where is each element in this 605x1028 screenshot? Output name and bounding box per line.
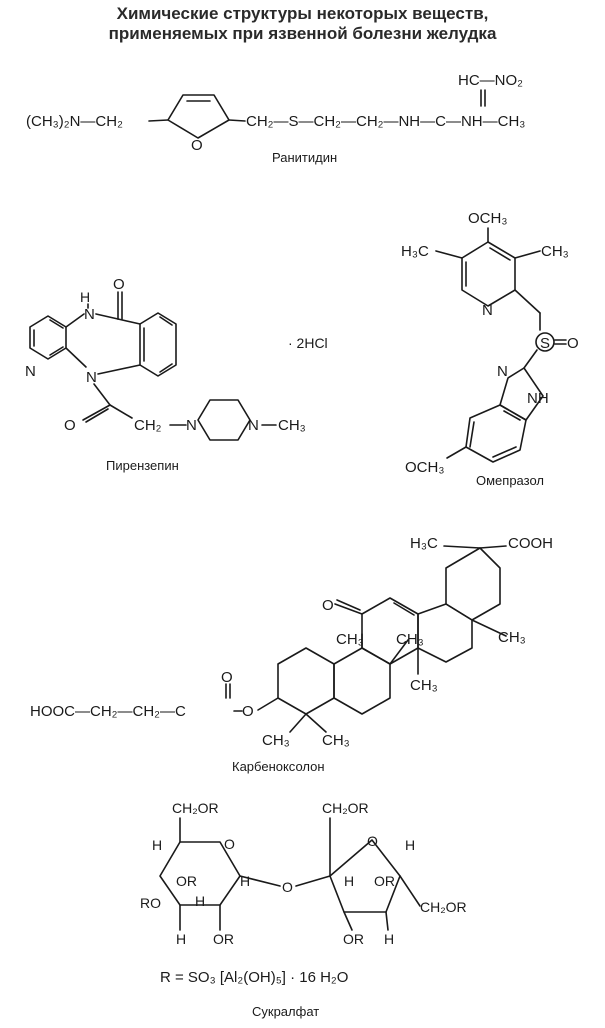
carbenoxolone-name: Карбеноксолон	[232, 759, 325, 774]
n-methyl-group: CH₃	[278, 417, 306, 434]
methylene-group: CH₂	[134, 417, 162, 434]
fructose-h-3: H	[384, 931, 394, 947]
carbenoxolone-ester-oxygen: O	[221, 669, 233, 686]
glucose-h-2: H	[240, 873, 250, 889]
carbenoxolone-h3c: H₃C	[410, 535, 438, 552]
amide-hydrogen: H	[80, 289, 90, 305]
title-line-2: применяемых при язвенной болезни желудка	[108, 24, 497, 43]
ranitidine-chain: CH₂—S—CH₂—CH₂—NH—C—NH—CH₃	[246, 113, 525, 130]
carbonyl-oxygen: O	[113, 276, 125, 293]
carbenoxolone-structure: H₃C COOH CH₃ CH₃ O CH₃ CH₃ CH₃ CH₃ O HOO	[30, 535, 553, 774]
carbenoxolone-ch3-a: CH₃	[336, 631, 364, 648]
furan-oxygen: O	[191, 137, 203, 154]
omeprazole-pyridine-ring	[461, 241, 516, 307]
sucralfate-structure: CH₂OR O H OR H RO H H OR O CH₂OR O H OR …	[140, 800, 467, 1019]
furan-ring	[167, 94, 230, 139]
imidazole-nh: NH	[527, 390, 549, 407]
fructose-h-1: H	[344, 873, 354, 889]
title-line-1: Химические структуры некоторых веществ,	[116, 4, 489, 23]
fructose-h-2: H	[405, 837, 415, 853]
glucose-or-2: OR	[213, 931, 234, 947]
sucralfate-ch2or-2: CH₂OR	[322, 800, 369, 816]
imidazole-nitrogen: N	[497, 363, 508, 380]
sucralfate-ch2or-3: CH₂OR	[420, 899, 467, 915]
acyl-oxygen: O	[64, 417, 76, 434]
fructose-ring	[329, 839, 401, 913]
ring-d	[417, 603, 473, 663]
carbenoxolone-ch3-e: CH₃	[262, 732, 290, 749]
carbenoxolone-ch3-f: CH₃	[322, 732, 350, 749]
pyridine-nitrogen: N	[25, 363, 36, 380]
hcl-salt: · 2HCl	[288, 335, 328, 351]
glycosidic-oxygen: O	[282, 879, 293, 895]
sulfoxide-oxygen: O	[567, 335, 579, 352]
carbenoxolone-ester-link-oxygen: O	[242, 703, 254, 720]
omeprazole-benzene-ring	[465, 404, 527, 463]
carbenoxolone-ch3-d: CH₃	[498, 629, 526, 646]
omeprazole-name: Омепразол	[476, 473, 544, 488]
ring-nitrogen: N	[86, 369, 97, 386]
omeprazole-top-methoxy: OCH₃	[468, 210, 507, 227]
ring-a	[277, 647, 335, 715]
piperazine-nitrogen-1: N	[186, 417, 197, 434]
piperazine-ring	[197, 399, 251, 441]
sulfoxide-sulfur: S	[540, 335, 550, 352]
glucose-ring-oxygen: O	[224, 836, 235, 852]
pirenzepine-name: Пирензепин	[106, 458, 179, 473]
ranitidine-structure: (CH₃)₂N—CH₂ O CH₂—S—CH₂—CH₂—NH—C—NH—CH₃ …	[26, 72, 525, 165]
sulfoxide-circle	[535, 332, 555, 352]
omeprazole-bottom-methoxy: OCH₃	[405, 459, 444, 476]
glucose-or-1: OR	[176, 873, 197, 889]
sucralfate-name: Сукралфат	[252, 1004, 319, 1019]
omeprazole-pyridine-nitrogen: N	[482, 302, 493, 319]
ring-b	[333, 647, 391, 715]
omeprazole-h3c: H₃C	[401, 243, 429, 260]
sucralfate-formula: R = SO₃ [Al₂(OH)₅] · 16 H₂O	[160, 969, 348, 986]
benzene-ring-pirenzepine	[139, 312, 177, 377]
carbenoxolone-cooh: COOH	[508, 535, 553, 552]
omeprazole-structure: OCH₃ H₃C CH₃ N S O N NH OCH₃ Омепразол	[401, 210, 579, 488]
piperazine-nitrogen-2: N	[248, 417, 259, 434]
ranitidine-top-group: HC—NO₂	[458, 72, 523, 89]
page-title: Химические структуры некоторых веществ, …	[0, 4, 605, 44]
fructose-ring-oxygen: O	[367, 833, 378, 849]
sucralfate-ch2or-1: CH₂OR	[172, 800, 219, 816]
ranitidine-left-group: (CH₃)₂N—CH₂	[26, 113, 123, 130]
glucose-ro: RO	[140, 895, 161, 911]
carbenoxolone-ch3-b: CH₃	[396, 631, 424, 648]
pirenzepine-structure: N N H O N O CH₂ N N CH₃ · 2HCl Пирен	[25, 276, 328, 473]
carbenoxolone-ketone-oxygen: O	[322, 597, 334, 614]
fructose-or-1: OR	[374, 873, 395, 889]
amide-nitrogen: N	[84, 306, 95, 323]
ranitidine-name: Ранитидин	[272, 150, 337, 165]
fructose-or-2: OR	[343, 931, 364, 947]
carbenoxolone-ch3-c: CH₃	[410, 677, 438, 694]
glucose-h-3: H	[195, 893, 205, 909]
glucose-h-1: H	[152, 837, 162, 853]
omeprazole-ch3: CH₃	[541, 243, 569, 260]
carbenoxolone-chain: HOOC—CH₂—CH₂—C	[30, 703, 186, 720]
pyridine-ring	[29, 315, 67, 360]
glucose-h-4: H	[176, 931, 186, 947]
